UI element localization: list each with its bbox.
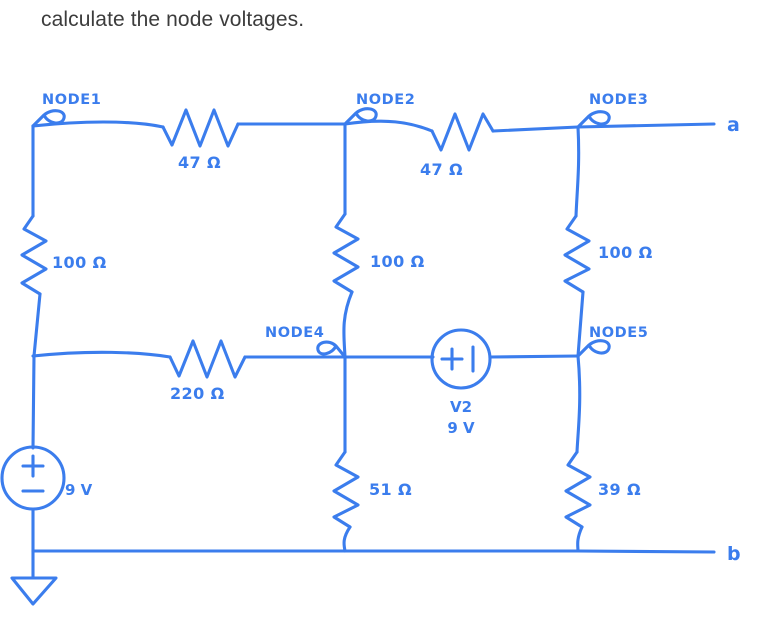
- resistor-r7-body: [332, 450, 360, 529]
- node5-terminal-marker: [576, 339, 611, 358]
- wire-node2-to-r2: [343, 119, 434, 133]
- source-v1-plus: [21, 454, 45, 478]
- label-resistor-r8: 39 Ω: [598, 480, 641, 499]
- node1-terminal-marker: [31, 109, 66, 128]
- label-resistor-r2: 47 Ω: [420, 160, 463, 179]
- wire-leftrail-to-r6: [31, 350, 172, 359]
- node3-terminal-marker: [576, 110, 611, 129]
- label-source-v2-name: V2: [450, 398, 472, 416]
- wire-r2-to-node3: [491, 125, 580, 133]
- label-resistor-r3: 100 Ω: [52, 253, 107, 272]
- label-source-v2-value: 9 V: [447, 419, 475, 437]
- label-node5: NODE5: [589, 325, 649, 341]
- label-source-v1-value: 9 V: [65, 481, 93, 499]
- source-v1-circle: [0, 445, 66, 511]
- label-resistor-r7: 51 Ω: [369, 480, 412, 499]
- ground-symbol: [10, 576, 58, 606]
- wire-r5-to-node5: [576, 290, 585, 358]
- label-terminal-b: b: [727, 543, 741, 565]
- wire-r3-to-leftrail: [32, 292, 42, 358]
- label-node2: NODE2: [356, 92, 416, 108]
- page-title: calculate the node voltages.: [41, 8, 305, 31]
- resistor-r6-body: [168, 339, 247, 379]
- resistor-r4-body: [332, 212, 360, 294]
- resistor-r1-body: [161, 108, 240, 148]
- wire-bottom-rail: [31, 549, 716, 554]
- node2-terminal-marker: [343, 107, 378, 126]
- label-node1: NODE1: [42, 92, 102, 108]
- wire-node3-down: [574, 125, 581, 218]
- label-resistor-r1: 47 Ω: [178, 153, 221, 172]
- wire-node5-down: [575, 354, 582, 454]
- label-node3: NODE3: [589, 92, 649, 108]
- wire-v2-to-node5: [488, 354, 580, 359]
- source-v2-plus: [440, 347, 464, 371]
- label-terminal-a: a: [727, 114, 740, 136]
- wire-r4-to-node4: [342, 290, 354, 359]
- label-resistor-r5: 100 Ω: [598, 243, 653, 262]
- resistor-r3-body: [20, 214, 48, 296]
- source-v2-circle: [430, 328, 492, 390]
- resistor-r2-body: [430, 112, 495, 152]
- wire-node3-to-terminal-a: [576, 122, 716, 129]
- label-resistor-r6: 220 Ω: [170, 384, 225, 403]
- node4-terminal-marker: [316, 340, 347, 359]
- wire-node1-to-r1: [31, 120, 165, 129]
- resistor-r8-body: [564, 450, 592, 529]
- label-node4: NODE4: [265, 325, 325, 341]
- wire-r7-to-bottom: [342, 525, 352, 553]
- label-resistor-r4: 100 Ω: [370, 252, 425, 271]
- resistor-r5-body: [563, 214, 591, 294]
- wire-r8-to-bottom: [576, 525, 584, 553]
- wire-leftrail-to-v1: [31, 354, 36, 450]
